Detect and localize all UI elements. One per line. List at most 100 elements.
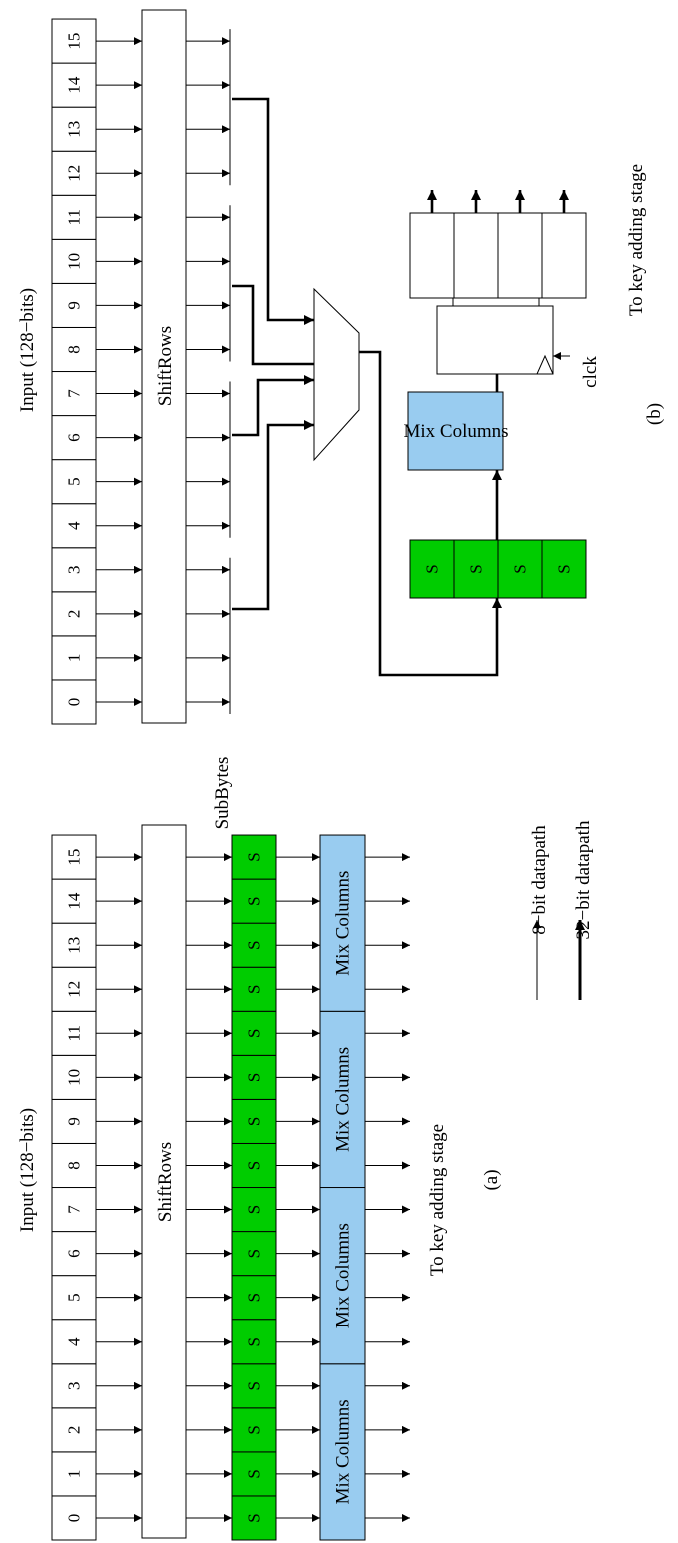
mixcolumns-label-b: Mix Columns [403,421,508,442]
input-cell-label: 12 [65,165,84,182]
input-cell-label: 11 [65,209,84,225]
input-cell [51,150,97,196]
sbox-label: S [423,564,442,573]
input-cell-label: 4 [65,521,84,530]
sbox [231,1275,277,1321]
input-cell [51,1275,97,1321]
sbox [231,1142,277,1189]
shiftrows-box-a [141,824,187,1539]
legend-8bit-label: 8−bit datapath [529,825,550,935]
input-cell-label: 10 [65,253,84,270]
input-cell-label: 5 [65,1293,84,1302]
sbox-label: S [245,1513,264,1522]
input-cell-label: 3 [65,1382,84,1391]
sbox [231,922,277,968]
input-cell [51,1451,97,1497]
input-cell-label: 9 [65,1117,84,1126]
buffer-slot [541,212,587,299]
caption-a: (a) [481,1169,502,1190]
mixcolumns-box [319,1010,366,1189]
output-buffer-b [409,212,587,299]
sbox-label: S [245,1469,264,1478]
input-cell-label: 4 [65,1337,84,1346]
sbox-label: S [245,1337,264,1346]
input-cell-label: 2 [65,610,84,619]
input-cell-label: 9 [65,301,84,310]
buffer-slot [453,212,499,299]
input-cell-label: 1 [65,654,84,663]
mixcolumns-box-b [407,391,504,471]
clock-label: clck [580,356,601,388]
input-cell [51,679,97,725]
input-cell-label: 8 [65,345,84,354]
input-cell-label: 0 [65,698,84,707]
mixcolumns-label: Mix Columns [333,1047,354,1152]
output-label-a: To key adding stage [427,1124,448,1276]
shiftrows-label-b: ShiftRows [155,326,176,406]
caption-b: (b) [644,403,665,425]
mixcolumns-label: Mix Columns [333,1223,354,1328]
input-cell-label: 0 [65,1514,84,1523]
input-cell-label: 12 [65,981,84,998]
buffer-slot [409,212,455,299]
input-cell-label: 1 [65,1470,84,1479]
input-cell-label: 6 [65,433,84,442]
input-cell [51,18,97,64]
shiftrows-label-a: ShiftRows [155,1142,176,1222]
input-cell-label: 10 [65,1069,84,1086]
shiftrows-arrows-b [186,37,230,706]
input-cell [51,1495,97,1541]
mux-to-sbox-wire [359,350,502,677]
shiftrows-box-b [141,9,187,724]
subbytes-arrows-a [276,853,320,1522]
sbox [409,539,455,599]
sbox-label: S [245,1029,264,1038]
input-cell-label: 14 [65,892,84,910]
input-cell [51,1098,97,1144]
sbox-label: S [245,1293,264,1302]
buffer-slot [497,212,543,299]
sbox-label: S [245,1161,264,1170]
sbox-label: S [467,564,486,573]
sbox-label: S [245,1425,264,1434]
input-cell [51,503,97,549]
input-cell-label: 7 [65,389,84,398]
input-cell [51,1231,97,1277]
sbox [497,539,543,599]
mux-routing [232,97,314,611]
input-cell [51,591,97,637]
sbox-label: S [245,940,264,949]
title-a: Input (128−bits) [17,1108,38,1232]
legend-32bit-label: 32−bit datapath [573,820,594,939]
input-arrows-a [96,853,142,1522]
output-label-b: To key adding stage [626,164,647,316]
input-cell [51,1010,97,1056]
input-cell-label: 11 [65,1025,84,1041]
mixcolumns-box [319,1363,366,1541]
register-b [436,305,554,375]
output-arrows-a [365,853,410,1522]
input-cell-label: 7 [65,1205,84,1214]
input-cell [51,1142,97,1189]
sbox-label: S [245,1249,264,1258]
input-cell-label: 13 [65,937,84,954]
clock-triangle [536,354,554,375]
sbox-label: S [245,852,264,861]
input-cell-label: 6 [65,1249,84,1258]
sbox [231,878,277,924]
input-cell-label: 15 [65,849,84,866]
input-cell-label: 8 [65,1161,84,1170]
mixcolumns-box [319,1187,366,1365]
input-cell [51,1319,97,1365]
shiftrows-arrows-a [186,853,232,1522]
input-cell-label: 15 [65,33,84,50]
subbytes-label-a: SubBytes [212,757,233,830]
sbox-label: S [245,896,264,905]
sbox-label: S [555,564,574,573]
